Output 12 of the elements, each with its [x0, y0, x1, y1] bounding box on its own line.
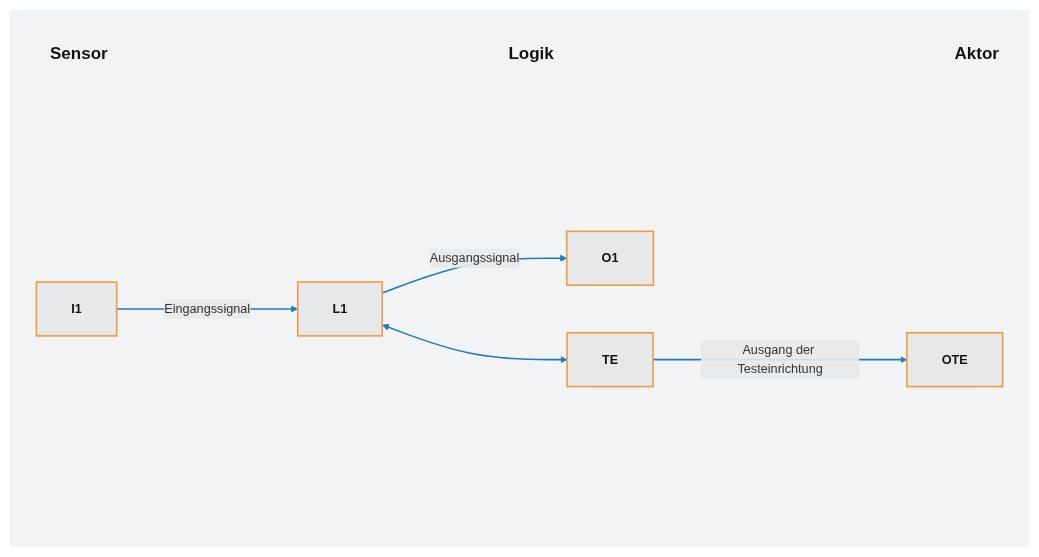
node-box: I1 — [35, 280, 118, 337]
column-heading: Aktor — [954, 44, 999, 64]
column-heading: Sensor — [50, 44, 108, 64]
node-box: O1 — [565, 230, 655, 286]
edge-label: Ausgangssignal — [429, 250, 520, 265]
edge-label: Eingangssignal — [164, 301, 251, 315]
arrow — [382, 323, 568, 363]
node-box: OTE — [906, 331, 1004, 387]
node-box: L1 — [296, 280, 383, 337]
column-heading: Logik — [508, 44, 554, 64]
edge-label: Ausgang der Testeinrichtung — [737, 342, 823, 376]
node-box: TE — [566, 331, 654, 387]
